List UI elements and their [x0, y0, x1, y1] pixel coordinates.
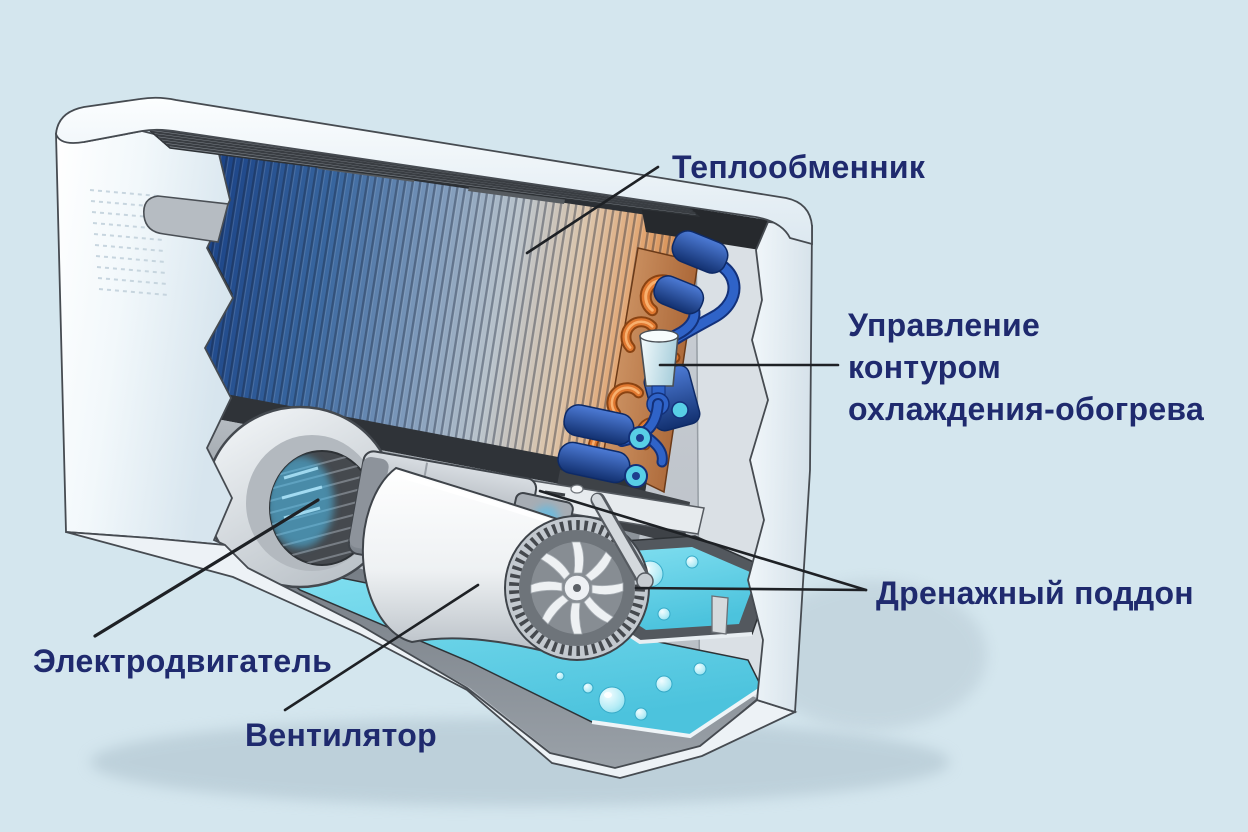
label-control-line3: охлаждения-обогрева	[848, 391, 1205, 428]
bottom-casing	[65, 531, 798, 779]
leader-drain-pan-b	[634, 586, 868, 592]
top-cap	[55, 96, 813, 246]
leader-motor	[93, 498, 320, 638]
drain-stub	[711, 595, 729, 635]
support-rod	[590, 492, 654, 590]
leader-fan	[283, 583, 480, 712]
label-drain-pan: Дренажный поддон	[876, 575, 1194, 611]
leader-lines	[93, 165, 868, 712]
label-control-line2: контуром	[848, 349, 1002, 386]
label-control-circuit: Управление контуром охлаждения-обогрева	[848, 304, 1204, 431]
label-heat-exchanger: Теплообменник	[672, 149, 926, 185]
refrigerant-pipes	[557, 230, 741, 488]
leader-heat-exchanger	[525, 165, 660, 255]
fan-turbine	[504, 515, 650, 661]
label-fan: Вентилятор	[245, 717, 437, 753]
label-motor: Электродвигатель	[33, 643, 333, 679]
front-panel	[55, 130, 235, 546]
leader-drain-pan-a	[538, 489, 868, 592]
water-droplets-lower	[555, 662, 707, 721]
valve-actuator	[639, 329, 679, 387]
label-control-line1: Управление	[848, 307, 1041, 343]
grille-end-bracket	[142, 195, 230, 243]
